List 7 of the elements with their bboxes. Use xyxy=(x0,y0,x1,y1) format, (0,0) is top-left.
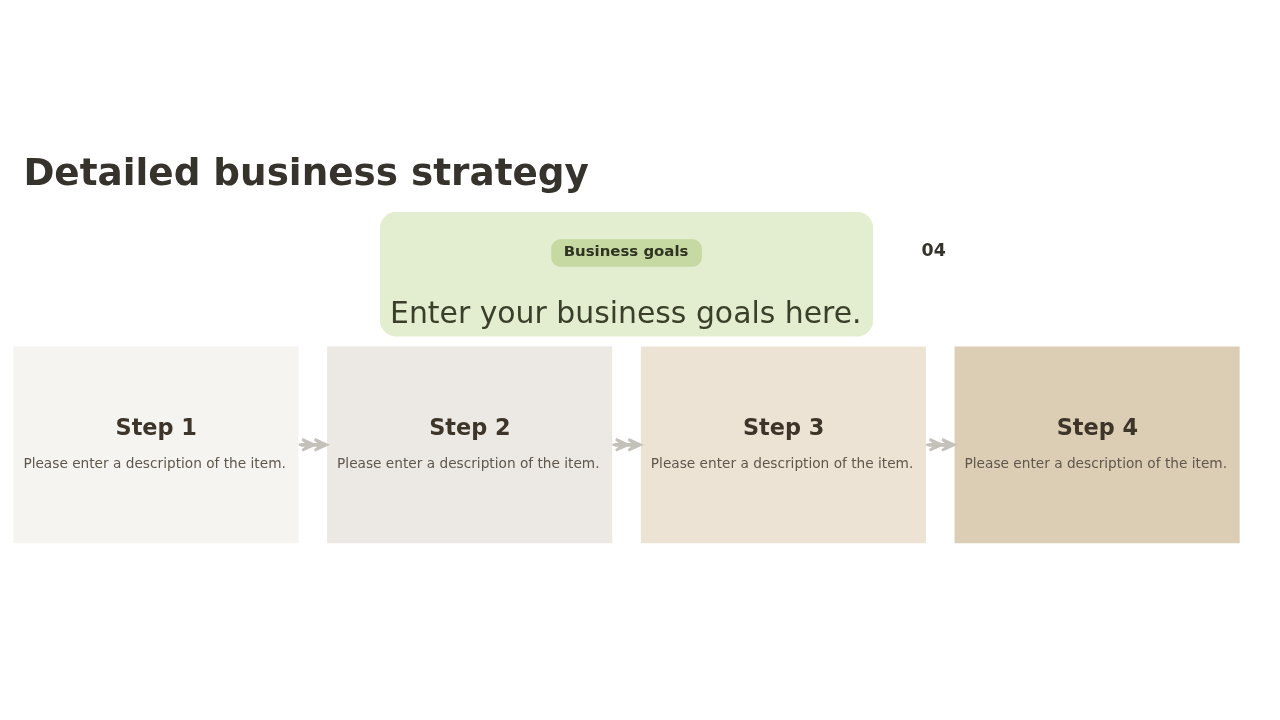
node-box: Step 2 Please enter a description of the item. xyxy=(327,345,613,543)
node-box: Business goals xyxy=(551,238,702,267)
node-box: Step 1 Please enter a description of the item. xyxy=(13,345,299,543)
label: 04 xyxy=(921,239,946,260)
diagram-title: Detailed business strategy xyxy=(23,149,589,194)
node-box: Step 3 Please enter a description of the item. xyxy=(640,345,926,543)
node-box: Step 4 Please enter a description of the item. xyxy=(954,345,1240,543)
